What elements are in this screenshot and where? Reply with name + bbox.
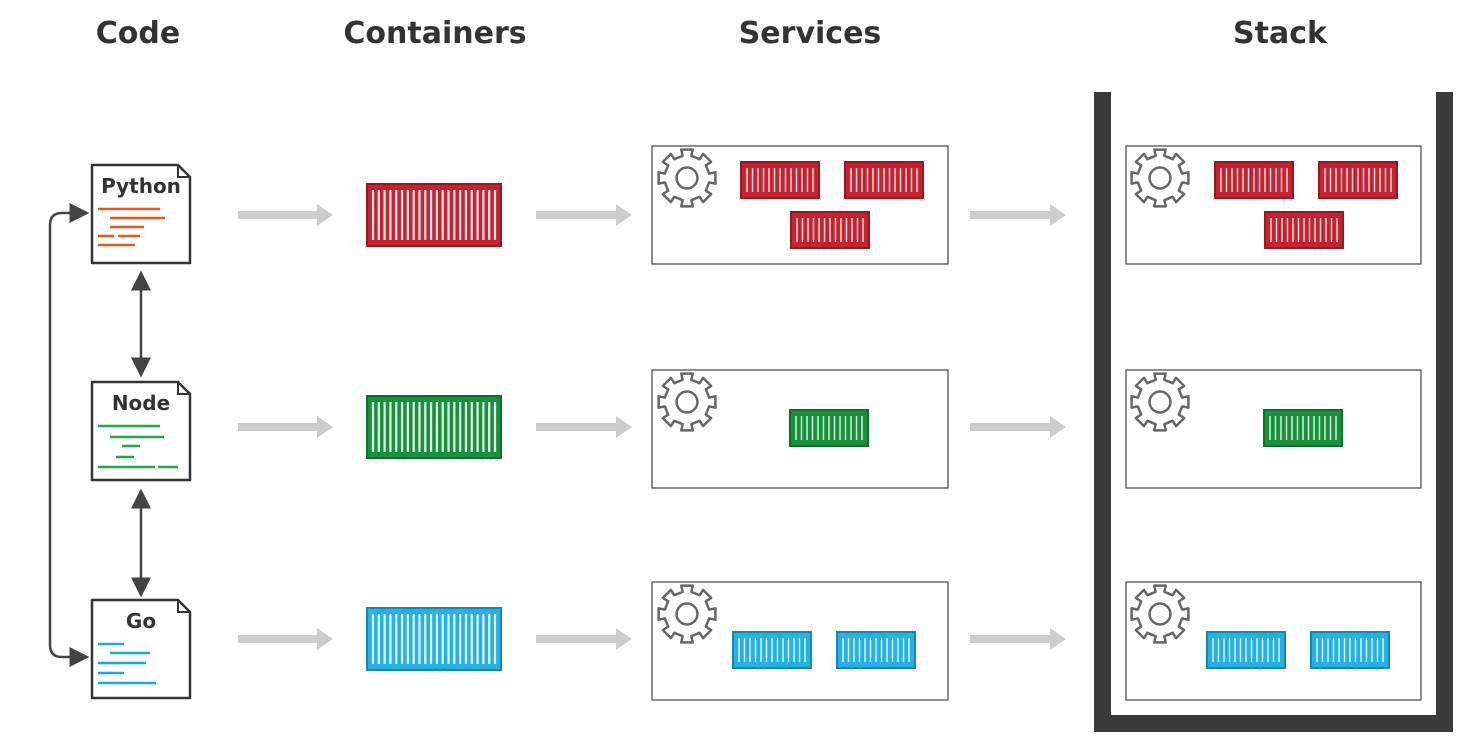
container-python xyxy=(366,183,502,247)
heading-stack: Stack xyxy=(1233,16,1327,51)
service-replica-node xyxy=(789,409,869,447)
code-connectors xyxy=(48,203,151,667)
stack-replica-go xyxy=(1310,631,1390,669)
arrow-code-to-container-go xyxy=(238,628,333,650)
service-replica-python xyxy=(790,211,870,249)
service-replica-go xyxy=(836,631,916,669)
service-replica-go xyxy=(732,631,812,669)
gear-icon xyxy=(1130,148,1190,208)
heading-services: Services xyxy=(738,16,882,51)
arrow-container-to-service-go xyxy=(536,628,632,650)
file-label: Node xyxy=(112,391,170,415)
service-replica-python xyxy=(844,161,924,199)
stack-frame xyxy=(1094,92,1453,732)
arrow-code-to-container-python xyxy=(238,204,333,226)
gear-icon xyxy=(657,584,717,644)
stack-replica-python xyxy=(1264,211,1344,249)
arrow-container-to-service-node xyxy=(536,416,632,438)
stack-replica-python xyxy=(1318,161,1398,199)
connector-python-go xyxy=(48,203,90,667)
go-file-icon: Go xyxy=(90,598,192,700)
heading-code: Code xyxy=(95,16,181,51)
arrow-service-to-stack-python xyxy=(970,204,1066,226)
arrow-service-to-stack-go xyxy=(970,628,1066,650)
gear-icon xyxy=(657,372,717,432)
stack-replica-python xyxy=(1214,161,1294,199)
heading-containers: Containers xyxy=(343,16,527,51)
file-label: Go xyxy=(126,609,156,633)
node-file-icon: Node xyxy=(90,380,192,482)
gear-icon xyxy=(1130,372,1190,432)
arrow-service-to-stack-node xyxy=(970,416,1066,438)
stack-replica-node xyxy=(1263,409,1343,447)
python-file-icon: Python xyxy=(90,163,192,265)
gear-icon xyxy=(1130,584,1190,644)
service-replica-python xyxy=(740,161,820,199)
arrow-code-to-container-node xyxy=(238,416,333,438)
container-go xyxy=(366,607,502,671)
file-label: Python xyxy=(101,174,181,198)
arrow-container-to-service-python xyxy=(536,204,632,226)
gear-icon xyxy=(657,148,717,208)
stack-replica-go xyxy=(1206,631,1286,669)
container-node xyxy=(366,395,502,459)
